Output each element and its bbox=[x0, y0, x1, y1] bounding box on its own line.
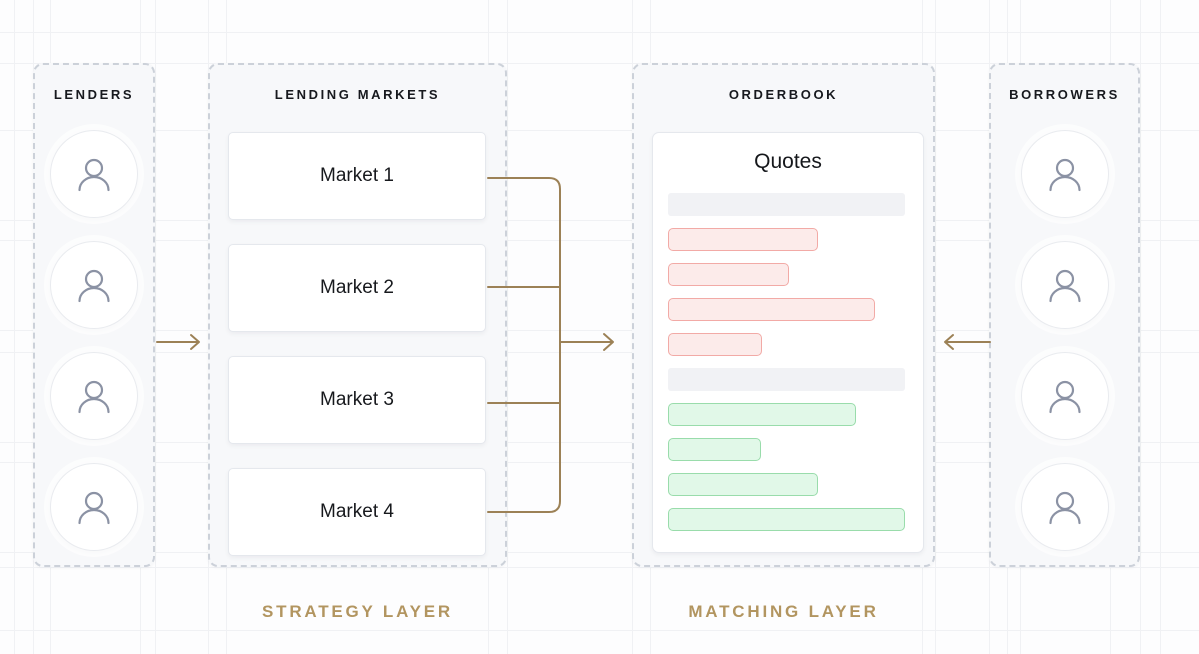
bid-quote-bar bbox=[668, 403, 856, 426]
market-label: Market 2 bbox=[320, 277, 394, 298]
vertical-guide-line bbox=[1140, 0, 1141, 654]
person-icon bbox=[1048, 269, 1081, 303]
horizontal-guide-line bbox=[0, 352, 1199, 353]
user-avatar-icon bbox=[50, 352, 138, 440]
horizontal-guide-line bbox=[0, 567, 1199, 568]
vertical-guide-line bbox=[14, 0, 15, 654]
vertical-guide-line bbox=[935, 0, 936, 654]
vertical-guide-line bbox=[1160, 0, 1161, 654]
ask-quote-bar bbox=[668, 333, 762, 356]
person-icon bbox=[78, 491, 110, 525]
market-list: Market 1 Market 2 Market 3 Market 4 bbox=[228, 132, 486, 556]
market-box: Market 4 bbox=[228, 468, 486, 556]
lending-markets-title: LENDING MARKETS bbox=[274, 87, 441, 102]
ask-quote-bar bbox=[668, 228, 818, 251]
user-avatar-icon bbox=[1020, 463, 1109, 551]
bid-quote-bar bbox=[668, 508, 905, 531]
horizontal-guide-line bbox=[0, 330, 1199, 331]
orderbook-title: ORDERBOOK bbox=[728, 87, 839, 102]
user-avatar-icon bbox=[1020, 352, 1109, 440]
lenders-avatars bbox=[35, 130, 153, 551]
strategy-layer-label: STRATEGY LAYER bbox=[262, 602, 453, 621]
quote-bars bbox=[668, 193, 905, 531]
person-icon bbox=[1048, 491, 1081, 525]
horizontal-guide-line bbox=[0, 630, 1199, 631]
lenders-to-markets-arrow bbox=[156, 334, 200, 350]
market-label: Market 4 bbox=[320, 501, 394, 522]
market-box: Market 2 bbox=[228, 244, 486, 332]
lenders-title: LENDERS bbox=[53, 87, 135, 102]
orderbook-panel: ORDERBOOK Quotes bbox=[632, 63, 935, 567]
horizontal-guide-line bbox=[0, 552, 1199, 553]
horizontal-guide-line bbox=[0, 63, 1199, 64]
person-icon bbox=[1048, 158, 1081, 192]
borrowers-title: BORROWERS bbox=[1009, 87, 1120, 102]
lending-markets-panel: LENDING MARKETS Market 1 Market 2 Market… bbox=[208, 63, 507, 567]
user-avatar-icon bbox=[50, 130, 138, 218]
market-box: Market 3 bbox=[228, 356, 486, 444]
horizontal-guide-line bbox=[0, 32, 1199, 33]
borrowers-panel: BORROWERS bbox=[989, 63, 1140, 567]
quotes-card: Quotes bbox=[652, 132, 924, 553]
horizontal-guide-line bbox=[0, 130, 1199, 131]
quotes-card-title: Quotes bbox=[754, 150, 822, 173]
market-label: Market 3 bbox=[320, 389, 394, 410]
horizontal-guide-line bbox=[0, 220, 1199, 221]
user-avatar-icon bbox=[50, 241, 138, 329]
lenders-panel: LENDERS bbox=[33, 63, 155, 567]
ask-quote-bar bbox=[668, 263, 789, 286]
ask-quote-bar bbox=[668, 298, 875, 321]
user-avatar-icon bbox=[1020, 241, 1109, 329]
horizontal-guide-line bbox=[0, 240, 1199, 241]
matching-layer-label: MATCHING LAYER bbox=[688, 602, 879, 621]
borrowers-avatars bbox=[991, 130, 1138, 551]
horizontal-guide-line bbox=[0, 462, 1199, 463]
bid-quote-bar bbox=[668, 473, 818, 496]
person-icon bbox=[78, 158, 110, 192]
person-icon bbox=[78, 269, 110, 303]
user-avatar-icon bbox=[50, 463, 138, 551]
vertical-guide-line bbox=[507, 0, 508, 654]
vertical-guide-line bbox=[155, 0, 156, 654]
user-avatar-icon bbox=[1020, 130, 1109, 218]
horizontal-guide-line bbox=[0, 442, 1199, 443]
market-box: Market 1 bbox=[228, 132, 486, 220]
person-icon bbox=[1048, 380, 1081, 414]
person-icon bbox=[78, 380, 110, 414]
orderbook-divider-bar bbox=[668, 368, 905, 391]
orderbook-divider-bar bbox=[668, 193, 905, 216]
bid-quote-bar bbox=[668, 438, 761, 461]
borrowers-to-orderbook-arrow bbox=[944, 334, 991, 350]
market-label: Market 1 bbox=[320, 165, 394, 186]
